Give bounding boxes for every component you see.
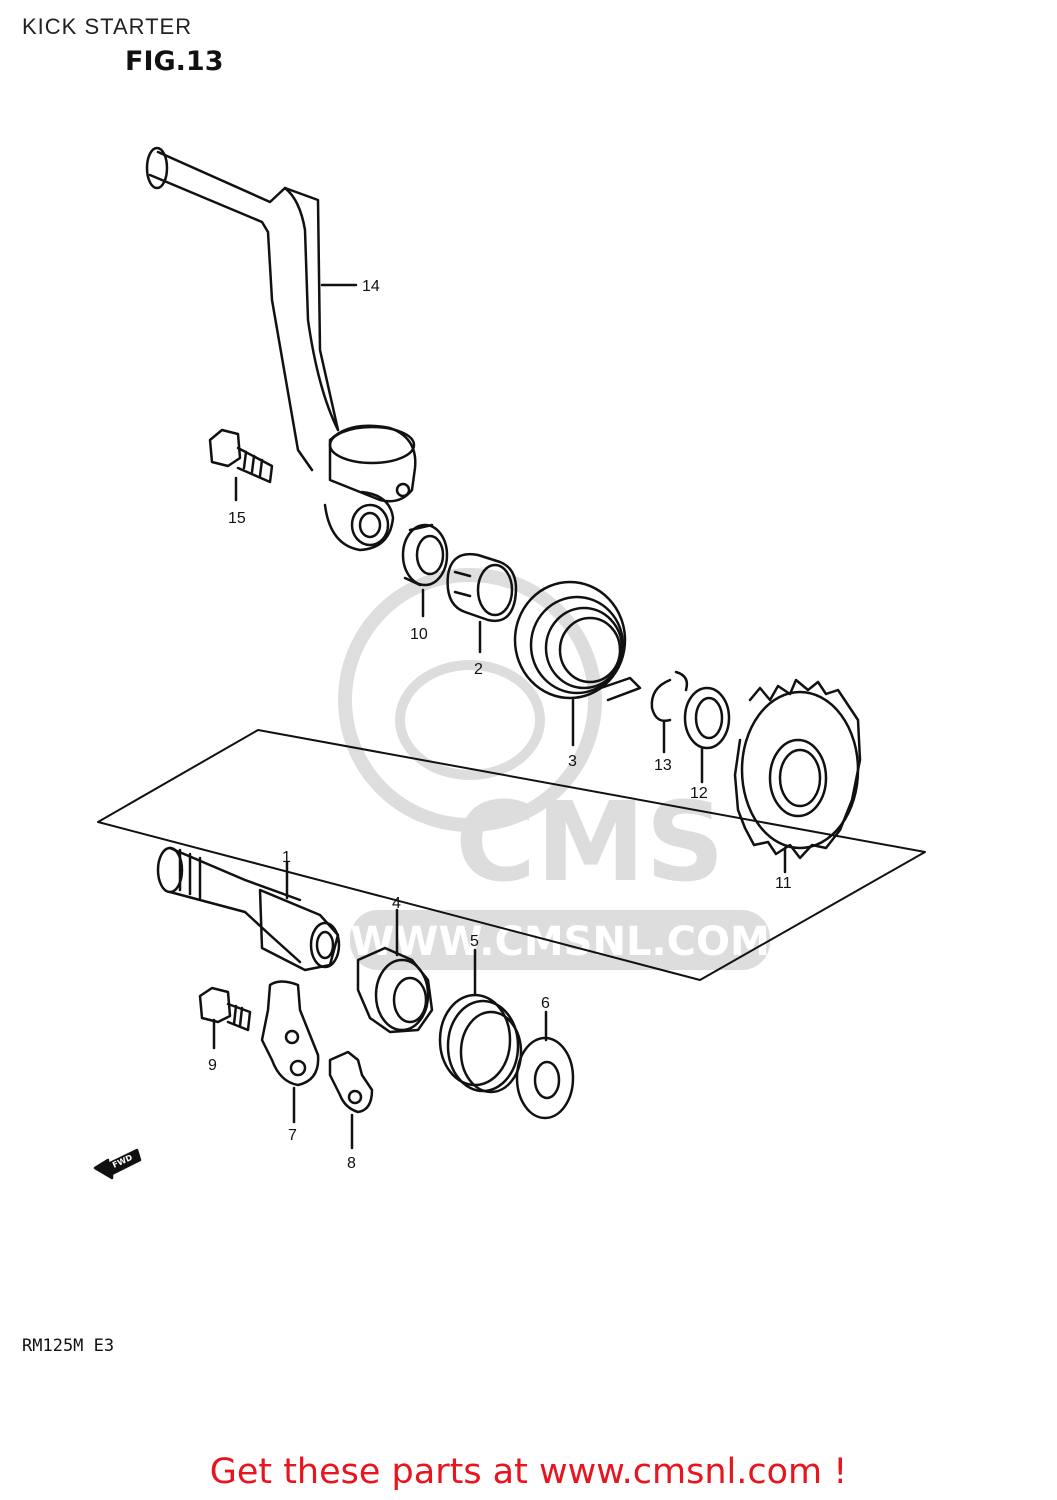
part-5-spring <box>438 948 523 1094</box>
callout-14: 14 <box>362 278 380 295</box>
assembly-outline <box>97 729 926 981</box>
fwd-arrow-icon <box>93 1148 142 1180</box>
page-title: KICK STARTER <box>22 14 193 39</box>
callout-15: 15 <box>228 510 246 527</box>
callout-10: 10 <box>410 626 428 643</box>
part-3-return-spring <box>513 580 642 747</box>
part-14-lever <box>145 146 417 552</box>
callout-6: 6 <box>541 995 550 1012</box>
watermark-brand: CMS <box>455 778 724 906</box>
parts-store-link[interactable]: Get these parts at www.cmsnl.com ! <box>209 1452 848 1492</box>
callout-12: 12 <box>690 785 708 802</box>
callout-7: 7 <box>288 1127 297 1144</box>
part-4-pawl <box>356 908 434 1034</box>
part-10-oil-seal <box>401 523 449 618</box>
part-15-bolt <box>208 428 274 502</box>
callout-5: 5 <box>470 933 479 950</box>
part-6-washer <box>515 1010 575 1120</box>
part-11-gear <box>733 678 862 874</box>
callout-8: 8 <box>347 1155 356 1172</box>
callout-1: 1 <box>282 849 291 866</box>
callout-13: 13 <box>654 757 672 774</box>
callout-2: 2 <box>474 661 483 678</box>
callout-9: 9 <box>208 1057 217 1074</box>
part-1-shaft <box>156 846 341 972</box>
cms-watermark: CMS WWW.CMSNL.COM <box>338 568 770 970</box>
callout-3: 3 <box>568 753 577 770</box>
part-2-spring-guide <box>446 552 518 654</box>
model-code: RM125M E3 <box>22 1336 115 1356</box>
callout-11: 11 <box>775 875 792 892</box>
figure-number: FIG.13 <box>125 46 224 77</box>
part-7-stopper-plate <box>260 980 320 1124</box>
part-9-bolt <box>198 986 252 1050</box>
part-8-guide <box>328 1050 374 1150</box>
callout-4: 4 <box>392 895 401 912</box>
watermark-url: WWW.CMSNL.COM <box>350 919 770 965</box>
part-13-circlip <box>650 670 689 754</box>
part-12-washer <box>683 686 731 784</box>
